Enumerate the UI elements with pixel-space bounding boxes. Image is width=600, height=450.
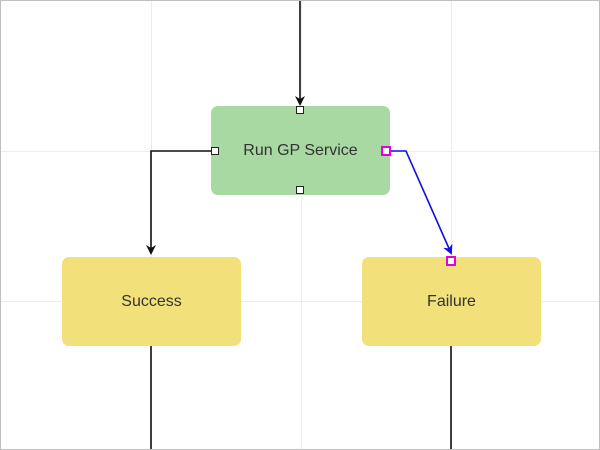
port-bottom[interactable] (296, 186, 304, 194)
node-label: Success (121, 292, 182, 310)
node-label: Run GP Service (243, 141, 358, 159)
connector-run-to-failure[interactable] (390, 150, 453, 255)
grid-line-vertical (451, 1, 452, 449)
grid-line-vertical (301, 1, 302, 449)
node-label: Failure (427, 292, 476, 310)
grid-line-horizontal (1, 301, 599, 302)
port-top-active[interactable] (446, 256, 456, 266)
port-left[interactable] (211, 147, 219, 155)
port-right-active[interactable] (381, 146, 391, 156)
connector-run-to-success[interactable] (146, 150, 211, 255)
port-top[interactable] (296, 106, 304, 114)
node-run-gp-service[interactable]: Run GP Service (211, 106, 390, 195)
node-failure[interactable]: Failure (362, 257, 541, 346)
node-success[interactable]: Success (62, 257, 241, 346)
